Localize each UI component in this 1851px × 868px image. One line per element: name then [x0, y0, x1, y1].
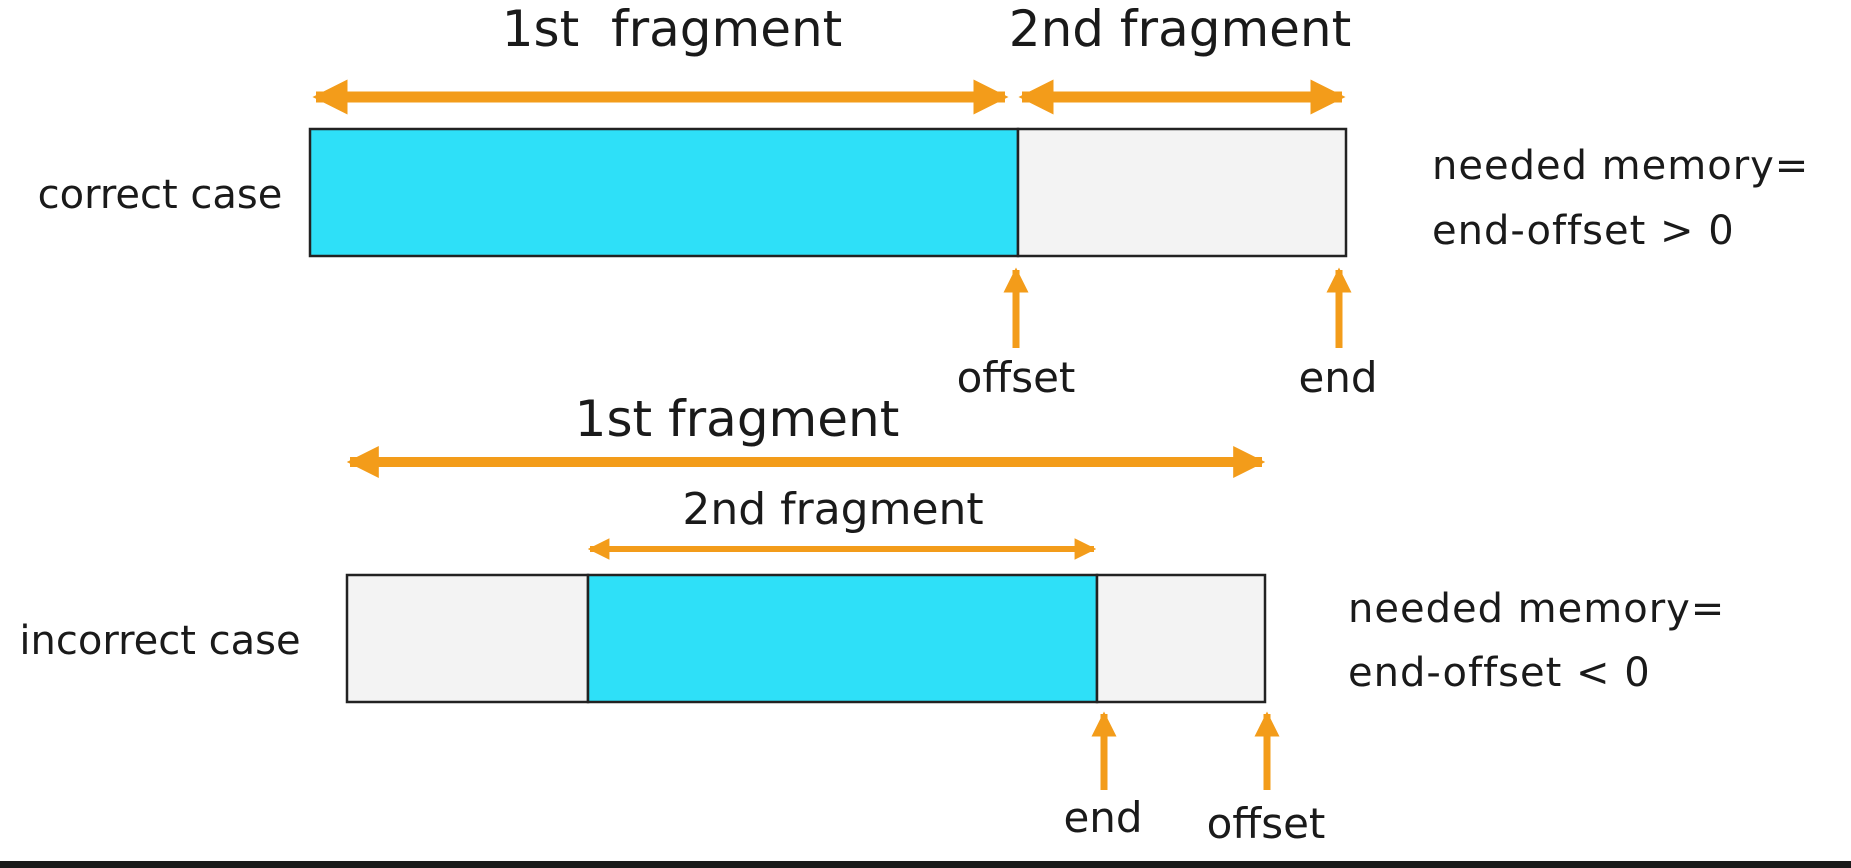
- correct-empty-segment: [1016, 127, 1348, 258]
- incorrect-fragment1-label: 1st fragment: [575, 390, 900, 448]
- incorrect-right-empty-segment: [1095, 573, 1267, 704]
- incorrect-case-group: 1st fragment 2nd fragment incorrect case…: [19, 390, 1725, 848]
- incorrect-offset-label: offset: [1207, 799, 1326, 848]
- correct-fragment2-label: 2nd fragment: [1009, 0, 1351, 58]
- correct-case-group: 1st fragment 2nd fragment correct case o…: [38, 0, 1809, 402]
- correct-offset-label: offset: [957, 353, 1076, 402]
- correct-case-label: correct case: [38, 172, 283, 218]
- correct-memory-line2: end-offset > 0: [1432, 208, 1735, 254]
- correct-end-label: end: [1298, 353, 1377, 402]
- correct-fragment1-label: 1st fragment: [502, 0, 843, 58]
- correct-memory-line1: needed memory=: [1432, 143, 1809, 189]
- incorrect-end-label: end: [1063, 793, 1142, 842]
- incorrect-memory-line1: needed memory=: [1348, 586, 1725, 632]
- correct-filled-segment: [308, 127, 1020, 258]
- incorrect-filled-segment: [586, 573, 1099, 704]
- bottom-border-bar: [0, 861, 1851, 868]
- incorrect-left-empty-segment: [345, 573, 590, 704]
- incorrect-case-label: incorrect case: [19, 618, 300, 664]
- incorrect-memory-line2: end-offset < 0: [1348, 650, 1651, 696]
- incorrect-fragment2-label: 2nd fragment: [682, 484, 983, 535]
